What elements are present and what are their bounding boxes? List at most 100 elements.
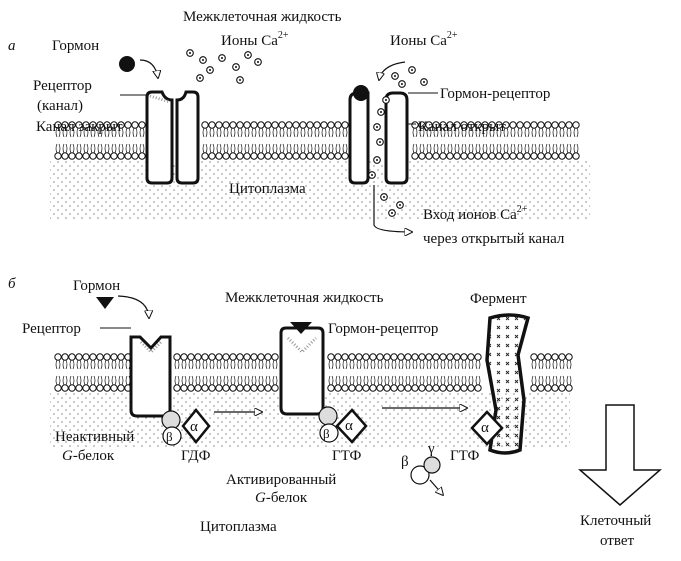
- lipid-tail: [111, 127, 117, 138]
- calcium-ion-core: [202, 59, 204, 61]
- lipid-tail: [384, 375, 390, 386]
- lipid-tail: [573, 127, 579, 138]
- lipid-head: [397, 384, 405, 392]
- lipid-head: [201, 152, 209, 160]
- lipid-head: [460, 384, 468, 392]
- lipid-tail: [496, 143, 502, 154]
- lipid-tail: [419, 127, 425, 138]
- lipid-head: [453, 152, 461, 160]
- lipid-head: [271, 121, 279, 129]
- lipid-tail: [531, 375, 537, 386]
- lipid-tail: [265, 375, 271, 386]
- lipid-head: [131, 121, 139, 129]
- lipid-head: [530, 121, 538, 129]
- lipid-head: [523, 121, 531, 129]
- lipid-tail: [307, 127, 313, 138]
- gtp-label-1: ГТФ: [332, 448, 362, 464]
- lipid-tail: [531, 143, 537, 154]
- lipid-tail: [440, 359, 446, 370]
- lipid-tail: [335, 375, 341, 386]
- lipid-head: [551, 353, 559, 361]
- lipid-head: [530, 353, 538, 361]
- lipid-head: [103, 121, 111, 129]
- lipid-tail: [132, 143, 138, 154]
- cellular-response-arrow: [578, 404, 662, 506]
- lipid-tail: [363, 375, 369, 386]
- channel-closed-label: Канал закрыт: [36, 119, 123, 135]
- alpha-label-2: α: [345, 418, 353, 434]
- lipid-tail: [552, 127, 558, 138]
- lipid-head: [264, 152, 272, 160]
- lipid-head: [425, 121, 433, 129]
- lipid-head: [460, 121, 468, 129]
- lipid-tail: [244, 359, 250, 370]
- calcium-ions-a: [186, 49, 428, 217]
- hormone-molecule-a: [119, 56, 135, 72]
- lipid-tail: [111, 375, 117, 386]
- lipid-head: [75, 121, 83, 129]
- lipid-head: [236, 384, 244, 392]
- lipid-tail: [426, 127, 432, 138]
- lipid-tail: [55, 127, 61, 138]
- lipid-head: [89, 121, 97, 129]
- lipid-head: [572, 121, 580, 129]
- lipid-tail: [419, 143, 425, 154]
- lipid-tail: [531, 359, 537, 370]
- lipid-tail: [195, 359, 201, 370]
- lipid-tail: [538, 143, 544, 154]
- lipid-tail: [440, 375, 446, 386]
- lipid-head: [467, 384, 475, 392]
- lipid-head: [509, 152, 517, 160]
- lipid-tail: [468, 359, 474, 370]
- lipid-head: [425, 353, 433, 361]
- lipid-tail: [461, 375, 467, 386]
- lipid-head: [222, 152, 230, 160]
- lipid-tail: [377, 375, 383, 386]
- lipid-head: [243, 152, 251, 160]
- lipid-tail: [510, 127, 516, 138]
- lipid-tail: [125, 143, 131, 154]
- lipid-head: [257, 384, 265, 392]
- lipid-tail: [538, 127, 544, 138]
- lipid-tail: [62, 127, 68, 138]
- lipid-tail: [230, 375, 236, 386]
- lipid-head: [222, 353, 230, 361]
- lipid-tail: [237, 143, 243, 154]
- calcium-ion-core: [371, 174, 373, 176]
- lipid-tail: [391, 375, 397, 386]
- lipid-tail: [125, 359, 131, 370]
- lipid-tail: [286, 127, 292, 138]
- enzyme-label: Фермент: [470, 291, 527, 307]
- ions-label-left: Ионы Ca2+: [221, 30, 289, 49]
- lipid-tail: [76, 143, 82, 154]
- lipid-tail: [433, 127, 439, 138]
- lipid-head: [208, 353, 216, 361]
- hormone-receptor-b: [279, 322, 325, 416]
- lipid-tail: [258, 143, 264, 154]
- lipid-head: [418, 121, 426, 129]
- lipid-tail: [447, 127, 453, 138]
- lipid-tail: [433, 143, 439, 154]
- lipid-tail: [104, 359, 110, 370]
- lipid-tail: [251, 359, 257, 370]
- labels: а Межклеточная жидкость Ионы Ca2+ Ионы C…: [8, 9, 651, 549]
- lipid-head: [320, 152, 328, 160]
- lipid-head: [201, 121, 209, 129]
- lipid-head: [390, 353, 398, 361]
- lipid-tail: [188, 359, 194, 370]
- lipid-tail: [265, 127, 271, 138]
- beta-label-2: β: [323, 426, 330, 441]
- lipid-tail: [97, 127, 103, 138]
- lipid-head: [54, 121, 62, 129]
- lipid-tail: [335, 143, 341, 154]
- lipid-tail: [230, 127, 236, 138]
- lipid-tail: [118, 359, 124, 370]
- panel-b: β α β α α β γ: [50, 295, 662, 506]
- lipid-head: [418, 384, 426, 392]
- lipid-tail: [489, 143, 495, 154]
- lipid-tail: [279, 127, 285, 138]
- lipid-tail: [412, 375, 418, 386]
- lipid-head: [446, 152, 454, 160]
- lipid-head: [439, 152, 447, 160]
- lipid-tail: [69, 359, 75, 370]
